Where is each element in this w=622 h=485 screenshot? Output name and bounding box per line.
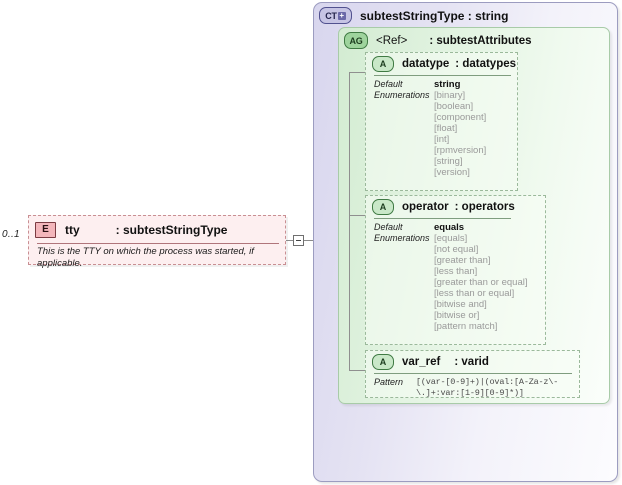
enum-item: [less than] [434, 266, 478, 277]
complextype-icon: CT + [319, 7, 352, 24]
attribute-name: operator [402, 200, 449, 213]
enum-item: [boolean] [434, 101, 474, 112]
facet-value-default: equals [434, 222, 465, 233]
attribute-type: : operators [454, 200, 515, 213]
complextype-icon-text: CT [325, 10, 337, 21]
tree-branch-varref [349, 370, 365, 371]
attribute-header-datatype: A datatype : datatypes [366, 53, 516, 74]
attribute-icon: A [372, 55, 394, 72]
element-type: : subtestStringType [115, 222, 228, 237]
attribute-card-operator[interactable]: A operator : operators Default Enumerati… [365, 195, 546, 345]
enum-item: [string] [434, 156, 463, 167]
element-box-tty[interactable]: E tty : subtestStringType This is the TT… [28, 215, 286, 269]
attribute-card-varref[interactable]: A var_ref : varid Pattern [(var-[0-9]+)|… [365, 350, 580, 398]
attributegroup-ref: <Ref> [376, 34, 408, 47]
enum-item: [component] [434, 112, 487, 123]
attribute-name: var_ref [402, 355, 441, 368]
element-name: tty [65, 222, 80, 237]
enum-item: [greater than or equal] [434, 277, 528, 288]
tree-branch-datatype [349, 72, 365, 73]
facet-label-default: Default [374, 222, 403, 232]
expand-plus-icon[interactable]: + [337, 10, 346, 20]
enum-item: [less than or equal] [434, 288, 515, 299]
enum-item: [greater than] [434, 255, 491, 266]
element-documentation: This is the TTY on which the process was… [37, 246, 254, 269]
enum-item: [version] [434, 167, 470, 178]
attribute-type: : datatypes [455, 57, 517, 70]
enum-item: [int] [434, 134, 450, 145]
facet-value-enumerations: [equals] [not equal] [greater than] [les… [434, 233, 527, 332]
enum-item: [equals] [434, 233, 468, 244]
enum-item: [binary] [434, 90, 466, 101]
attribute-divider [374, 373, 572, 374]
facet-value-pattern: [(var-[0-9]+)|(oval:[A-Za-z\-\.]+:var:[1… [416, 377, 559, 398]
enum-item: [rpmversion] [434, 145, 487, 156]
facet-label-pattern: Pattern [374, 377, 404, 387]
attributegroup-header: AG <Ref> : subtestAttributes [344, 32, 532, 49]
attribute-icon-text: A [379, 201, 387, 212]
enum-item: [float] [434, 123, 458, 134]
connector-line-left [286, 240, 294, 241]
attribute-divider [374, 75, 511, 76]
attribute-icon-text: A [379, 356, 387, 367]
facet-label-default: Default [374, 79, 403, 89]
occurrence-indicator: 0..1 [2, 229, 20, 240]
element-icon: E [35, 221, 56, 238]
element-divider [37, 243, 279, 244]
facet-value-default: string [434, 79, 461, 90]
attribute-icon: A [372, 353, 394, 370]
facet-value-enumerations: [binary] [boolean] [component] [float] [… [434, 90, 486, 178]
facet-label-enumerations: Enumerations [374, 233, 430, 243]
complextype-title: subtestStringType : string [360, 8, 509, 23]
attributegroup-box[interactable]: AG <Ref> : subtestAttributes A datatype … [338, 27, 610, 404]
attributegroup-icon-text: AG [349, 35, 363, 46]
attribute-divider [374, 218, 511, 219]
complextype-header: CT + subtestStringType : string [319, 7, 508, 24]
element-header: E tty : subtestStringType [29, 216, 285, 243]
attribute-icon-text: A [379, 58, 387, 69]
complextype-box[interactable]: CT + subtestStringType : string AG <Ref>… [313, 2, 618, 482]
attribute-icon: A [372, 198, 394, 215]
collapse-toggle-icon[interactable] [293, 235, 304, 246]
attribute-header-varref: A var_ref : varid [366, 351, 489, 372]
enum-item: [not equal] [434, 244, 479, 255]
enum-item: [bitwise or] [434, 310, 480, 321]
enum-item: [bitwise and] [434, 299, 487, 310]
attribute-type: : varid [454, 355, 489, 368]
attributegroup-type: : subtestAttributes [429, 34, 532, 47]
tree-trunk-vertical [349, 72, 350, 370]
attributegroup-icon: AG [344, 32, 368, 49]
tree-branch-operator [349, 215, 365, 216]
attribute-card-datatype[interactable]: A datatype : datatypes Default Enumerati… [365, 52, 518, 191]
enum-item: [pattern match] [434, 321, 498, 332]
attribute-name: datatype [402, 57, 450, 70]
element-reference-group: 0..1 E tty : subtestStringType This is t… [0, 215, 300, 270]
facet-label-enumerations: Enumerations [374, 90, 430, 100]
attribute-header-operator: A operator : operators [366, 196, 515, 217]
connector-line-right [304, 240, 313, 241]
